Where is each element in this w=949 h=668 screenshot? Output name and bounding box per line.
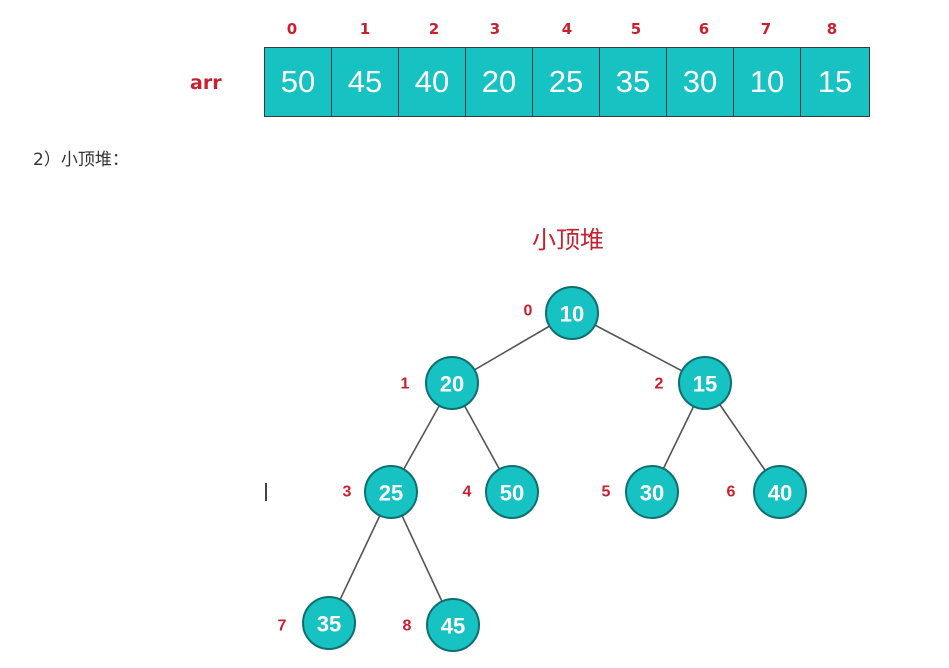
- array-index-5: 5: [630, 20, 642, 38]
- array-index-2: 2: [428, 20, 440, 38]
- subtitle-text: 小顶堆：: [60, 150, 129, 170]
- tree-node-index: 1: [401, 376, 410, 393]
- tree-node-0: 10 0: [524, 286, 599, 340]
- tree-node-value: 50: [500, 481, 524, 506]
- stray-mark: [265, 483, 267, 501]
- tree-node-2: 15 2: [655, 356, 732, 410]
- tree-node-value: 25: [379, 481, 403, 506]
- tree-node-index: 3: [343, 484, 352, 501]
- tree-node-4: 50 4: [463, 465, 539, 519]
- array-cell-0: 50: [265, 48, 332, 116]
- section-subtitle: 2）小顶堆：: [33, 145, 129, 170]
- tree-node-circle: [753, 465, 807, 519]
- tree-node-circle: [425, 356, 479, 410]
- tree-node-5: 30 5: [602, 465, 679, 519]
- tree-node-circle: [302, 596, 356, 650]
- array-cell-5: 35: [600, 48, 667, 116]
- array-cells: 50 45 40 20 25 35 30 10 15: [264, 47, 870, 117]
- tree-node-index: 4: [463, 484, 472, 501]
- tree-node-value: 10: [560, 302, 584, 327]
- array-index-1: 1: [359, 20, 371, 38]
- tree-node-7: 35 7: [278, 596, 356, 650]
- tree-title: 小顶堆: [532, 226, 604, 254]
- tree-node-index: 5: [602, 484, 611, 501]
- array-index-3: 3: [489, 20, 501, 38]
- array-index-0: 0: [286, 20, 298, 38]
- array-name-label: arr: [190, 72, 222, 94]
- tree-node-1: 20 1: [401, 356, 479, 410]
- tree-node-index: 2: [655, 376, 664, 393]
- tree-node-6: 40 6: [727, 465, 807, 519]
- array-index-7: 7: [760, 20, 772, 38]
- tree-node-value: 40: [768, 481, 792, 506]
- tree-node-value: 35: [317, 612, 341, 637]
- array-index-8: 8: [826, 20, 838, 38]
- tree-nodes: 10 0 20 1 15 2 25 3 50 4 30 5 40 6 35 7 45 8: [278, 286, 807, 652]
- tree-node-value: 20: [440, 372, 464, 397]
- tree-node-value: 15: [693, 372, 717, 397]
- tree-node-3: 25 3: [343, 465, 418, 519]
- array-index-6: 6: [698, 20, 710, 38]
- tree-node-index: 6: [727, 484, 736, 501]
- array-cell-4: 25: [533, 48, 600, 116]
- array-index-4: 4: [561, 20, 573, 38]
- array-cell-1: 45: [332, 48, 399, 116]
- tree-node-value: 45: [441, 614, 465, 639]
- subtitle-number: 2）: [33, 150, 61, 170]
- array-cell-6: 30: [667, 48, 734, 116]
- array-cell-2: 40: [399, 48, 466, 116]
- tree-node-circle: [485, 465, 539, 519]
- array-cell-8: 15: [817, 64, 853, 99]
- tree-node-value: 30: [640, 481, 664, 506]
- tree-node-circle: [678, 356, 732, 410]
- array-cell-3: 20: [466, 48, 533, 116]
- array-cell-7: 10: [734, 48, 801, 116]
- tree-node-index: 0: [524, 303, 533, 320]
- tree-node-8: 45 8: [403, 598, 480, 652]
- tree-node-circle: [545, 286, 599, 340]
- tree-node-circle: [364, 465, 418, 519]
- tree-node-index: 8: [403, 618, 412, 635]
- tree-node-circle: [426, 598, 480, 652]
- tree-node-circle: [625, 465, 679, 519]
- tree-node-index: 7: [278, 618, 287, 635]
